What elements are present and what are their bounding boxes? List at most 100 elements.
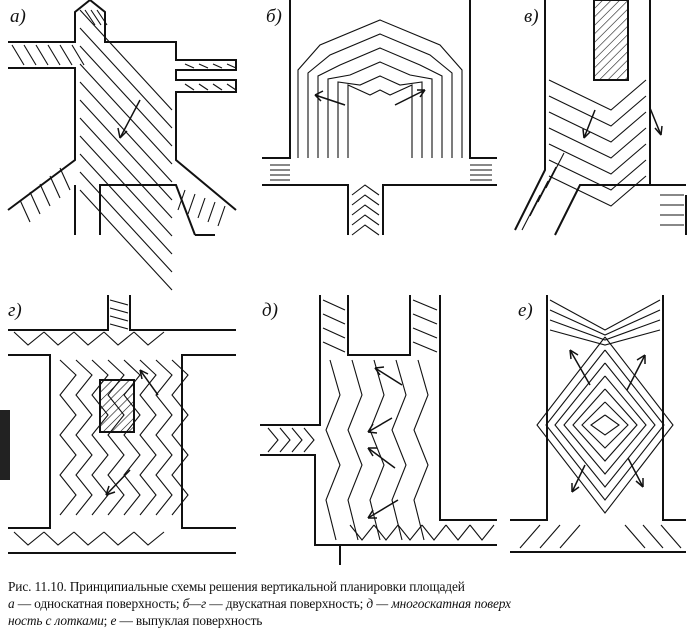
contour-line <box>79 135 173 237</box>
caption-text-a: — односкатная поверхность; <box>14 596 183 611</box>
contour-line <box>84 9 96 26</box>
contour-line <box>13 331 45 346</box>
panel-v: в) <box>514 0 687 236</box>
contour-line <box>554 362 656 488</box>
caption-title: Рис. 11.10. Принципиальные схемы решения… <box>8 579 465 594</box>
slope-arrow-v-right <box>649 107 662 136</box>
contour-line <box>549 329 661 346</box>
contour-line <box>198 83 209 91</box>
contour-line <box>412 299 438 311</box>
caption-line-3: ность с лотками; е — выпуклая поверхност… <box>8 612 686 629</box>
contour-line <box>297 19 463 158</box>
slope-arrow-e-ll <box>571 464 586 493</box>
contour-line <box>317 47 443 158</box>
contour-line <box>521 194 541 231</box>
contour-line <box>91 359 109 516</box>
contour-line <box>325 359 341 541</box>
contour-line <box>133 531 165 546</box>
contour-line <box>624 524 646 549</box>
contour-line <box>217 205 226 227</box>
contour-line <box>519 524 541 549</box>
contour-line <box>548 95 647 127</box>
slope-arrow-a <box>119 99 141 139</box>
contour-line <box>71 44 85 66</box>
slope-arrow-g-up <box>139 369 159 396</box>
contour-line <box>79 9 173 111</box>
contour-line <box>59 44 73 66</box>
contour-line <box>59 359 77 516</box>
contour-line <box>445 524 471 541</box>
slope-arrow-d-2 <box>367 417 393 433</box>
contour-line <box>107 359 125 516</box>
panel-label-a: а) <box>10 6 26 27</box>
contour-line <box>291 427 303 453</box>
caption-line-2: а — односкатная поверхность; б—г — двуск… <box>8 595 686 612</box>
contour-line <box>590 414 620 436</box>
contour-line <box>267 427 279 453</box>
contour-line <box>187 193 196 215</box>
contour-line <box>373 524 399 541</box>
panel-label-b: б) <box>266 6 282 27</box>
contour-line <box>412 327 438 339</box>
contour-line <box>549 309 661 336</box>
panel-e: е) <box>510 295 686 553</box>
slope-arrow-d-4 <box>367 499 399 519</box>
contour-line <box>279 427 291 453</box>
contour-line <box>322 341 346 353</box>
contour-line <box>198 63 209 69</box>
slope-arrow-g-down <box>105 469 131 496</box>
contour-line <box>79 27 173 129</box>
contour-line <box>549 319 661 341</box>
caption-text-e: — выпуклая поверхность <box>116 613 263 628</box>
contour-line <box>351 194 380 206</box>
contour-line <box>184 83 195 91</box>
contour-line <box>29 191 41 215</box>
panel-g: г) <box>0 295 236 554</box>
contour-line <box>109 299 129 306</box>
contour-line <box>155 359 173 516</box>
contour-line <box>548 175 647 207</box>
contour-line <box>109 323 129 330</box>
contour-line <box>133 331 165 346</box>
contour-line <box>43 331 75 346</box>
contour-line <box>548 127 647 159</box>
contour-line <box>109 315 129 322</box>
caption-label-e: е <box>110 613 117 628</box>
contour-line <box>171 359 189 516</box>
contour-line <box>103 331 135 346</box>
caption-label-d: д — многоскатная поверх <box>366 596 511 611</box>
panel-d: д) <box>260 295 497 565</box>
contour-line <box>660 524 682 549</box>
slope-arrow-d-3 <box>367 447 396 469</box>
slope-arrow-e-lr <box>627 457 644 488</box>
contour-line <box>75 359 93 516</box>
contour-line <box>212 83 223 91</box>
contour-line <box>79 153 173 255</box>
contour-line <box>90 9 102 26</box>
contour-line <box>529 180 549 217</box>
contour-line <box>642 524 664 549</box>
contour-line <box>337 75 423 158</box>
contour-line <box>13 531 45 546</box>
slope-arrow-v-left <box>583 109 596 139</box>
contour-line <box>413 359 429 541</box>
contour-line <box>549 299 661 331</box>
caption-text-b: — двускатная поверхность; <box>206 596 367 611</box>
contour-line <box>23 44 37 66</box>
contour-line <box>59 167 71 191</box>
contour-line <box>43 531 75 546</box>
contour-line <box>226 63 237 69</box>
contour-line <box>351 204 380 216</box>
contour-line <box>391 359 407 541</box>
contour-line <box>548 79 647 111</box>
contour-line <box>347 84 413 158</box>
contour-line <box>79 171 173 273</box>
contour-line <box>548 111 647 143</box>
contour-line <box>79 45 173 147</box>
contour-line <box>351 184 380 196</box>
contour-line <box>307 33 453 158</box>
contour-line <box>563 375 647 475</box>
contour-line <box>47 44 61 66</box>
panel-label-e: е) <box>518 300 533 321</box>
contour-line <box>184 63 195 69</box>
